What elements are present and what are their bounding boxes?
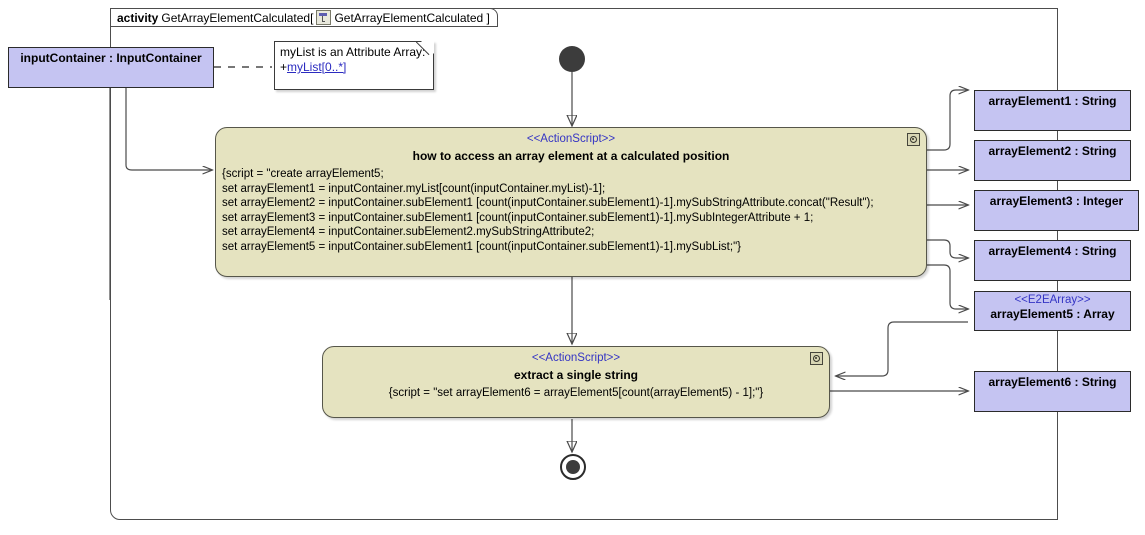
object-node-label: arrayElement1 : String: [988, 94, 1117, 108]
object-node-input-container[interactable]: inputContainer : InputContainer: [8, 47, 214, 88]
action-node-access-array-element[interactable]: <<ActionScript>> how to access an array …: [215, 127, 927, 277]
action-script-icon: [907, 133, 920, 146]
note-line-2: +myList[0..*]: [280, 60, 429, 75]
action-name: extract a single string: [513, 368, 639, 382]
action-script-body: {script = "create arrayElement5; set arr…: [222, 168, 874, 253]
action-script-icon: [810, 352, 823, 365]
activity-name: GetArrayElementCalculated[: [161, 10, 314, 25]
activity-frame-header: activity GetArrayElementCalculated[ GetA…: [110, 8, 498, 27]
object-node-array-element-4[interactable]: arrayElement4 : String: [974, 240, 1131, 281]
note-visibility-prefix: +: [280, 60, 288, 74]
action-stereotype: <<ActionScript>>: [526, 133, 616, 145]
initial-node[interactable]: [559, 46, 585, 72]
activity-diagram-icon: [316, 10, 332, 25]
object-node-array-element-1[interactable]: arrayElement1 : String: [974, 90, 1131, 131]
activity-keyword: activity: [117, 10, 159, 25]
object-node-array-element-3[interactable]: arrayElement3 : Integer: [974, 190, 1139, 231]
object-node-array-element-2[interactable]: arrayElement2 : String: [974, 140, 1131, 181]
note-line-1: myList is an Attribute Array:: [280, 45, 426, 59]
object-node-label: arrayElement4 : String: [988, 244, 1117, 258]
object-node-array-element-5[interactable]: <<E2EArray>> arrayElement5 : Array: [974, 291, 1131, 331]
object-node-label: arrayElement5 : Array: [990, 307, 1115, 321]
note-attribute-link[interactable]: myList[0..*]: [287, 60, 347, 74]
object-node-label: arrayElement3 : Integer: [989, 194, 1124, 208]
action-name: how to access an array element at a calc…: [412, 149, 730, 163]
object-node-label: arrayElement6 : String: [988, 375, 1117, 389]
object-node-array-element-6[interactable]: arrayElement6 : String: [974, 371, 1131, 412]
comment-note[interactable]: myList is an Attribute Array: +myList[0.…: [274, 41, 434, 90]
object-node-stereotype: <<E2EArray>>: [1014, 294, 1091, 306]
action-script-body: {script = "set arrayElement6 = arrayElem…: [388, 387, 764, 399]
object-node-label: inputContainer : InputContainer: [20, 51, 202, 65]
action-stereotype: <<ActionScript>>: [531, 352, 621, 364]
activity-qualifier: GetArrayElementCalculated ]: [334, 10, 490, 25]
object-node-label: arrayElement2 : String: [988, 144, 1117, 158]
action-node-extract-single-string[interactable]: <<ActionScript>> extract a single string…: [322, 346, 830, 418]
final-node[interactable]: [560, 454, 586, 480]
note-fold-corner: [421, 41, 434, 54]
